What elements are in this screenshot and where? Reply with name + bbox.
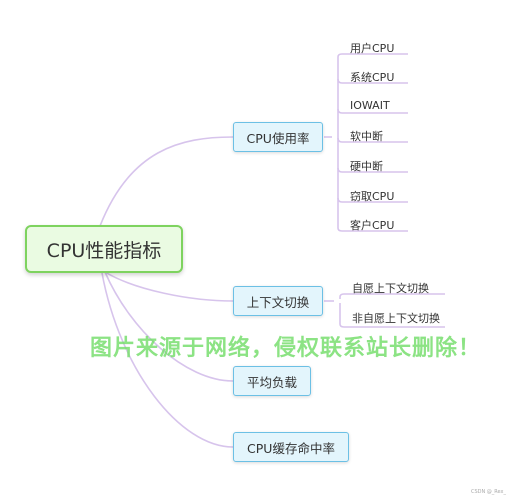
leaf-hardirq[interactable]: 硬中断 bbox=[350, 160, 383, 173]
branch-node-cache-hit-rate[interactable]: CPU缓存命中率 bbox=[233, 432, 349, 462]
leaf-user-cpu[interactable]: 用户CPU bbox=[350, 42, 395, 55]
connector-usage-bottom bbox=[337, 227, 408, 232]
connector-context-leaf-2 bbox=[339, 303, 445, 328]
connector-usage-leaf bbox=[337, 167, 408, 173]
connector-context-leaf-1 bbox=[339, 293, 445, 299]
connector-root-load bbox=[104, 271, 234, 382]
leaf-softirq[interactable]: 软中断 bbox=[350, 130, 383, 143]
leaf-voluntary-cs[interactable]: 自愿上下文切换 bbox=[352, 282, 429, 295]
leaf-steal-cpu[interactable]: 窃取CPU bbox=[350, 190, 395, 203]
leaf-system-cpu[interactable]: 系统CPU bbox=[350, 71, 395, 84]
connector-usage-leaf bbox=[337, 137, 408, 143]
leaf-iowait[interactable]: IOWAIT bbox=[350, 99, 390, 112]
branch-node-cpu-usage[interactable]: CPU使用率 bbox=[233, 122, 323, 152]
leaf-involuntary-cs[interactable]: 非自愿上下文切换 bbox=[352, 312, 440, 325]
connector-root-usage bbox=[99, 136, 234, 227]
root-node[interactable]: CPU性能指标 bbox=[25, 225, 183, 273]
connector-root-cache bbox=[101, 272, 234, 448]
leaf-guest-cpu[interactable]: 客户CPU bbox=[350, 219, 395, 232]
connector-usage-leaf bbox=[337, 197, 408, 203]
connector-usage-leaf bbox=[337, 108, 408, 114]
credit-text: CSDN @_Rex_ bbox=[470, 489, 506, 495]
watermark-text: 图片来源于网络，侵权联系站长删除！ bbox=[90, 336, 482, 361]
connector-root-context bbox=[104, 271, 234, 302]
branch-node-load-average[interactable]: 平均负载 bbox=[233, 366, 311, 396]
branch-node-context-switch[interactable]: 上下文切换 bbox=[233, 286, 323, 316]
connector-usage-leaf bbox=[337, 78, 408, 84]
connector-usage-top bbox=[337, 53, 408, 58]
